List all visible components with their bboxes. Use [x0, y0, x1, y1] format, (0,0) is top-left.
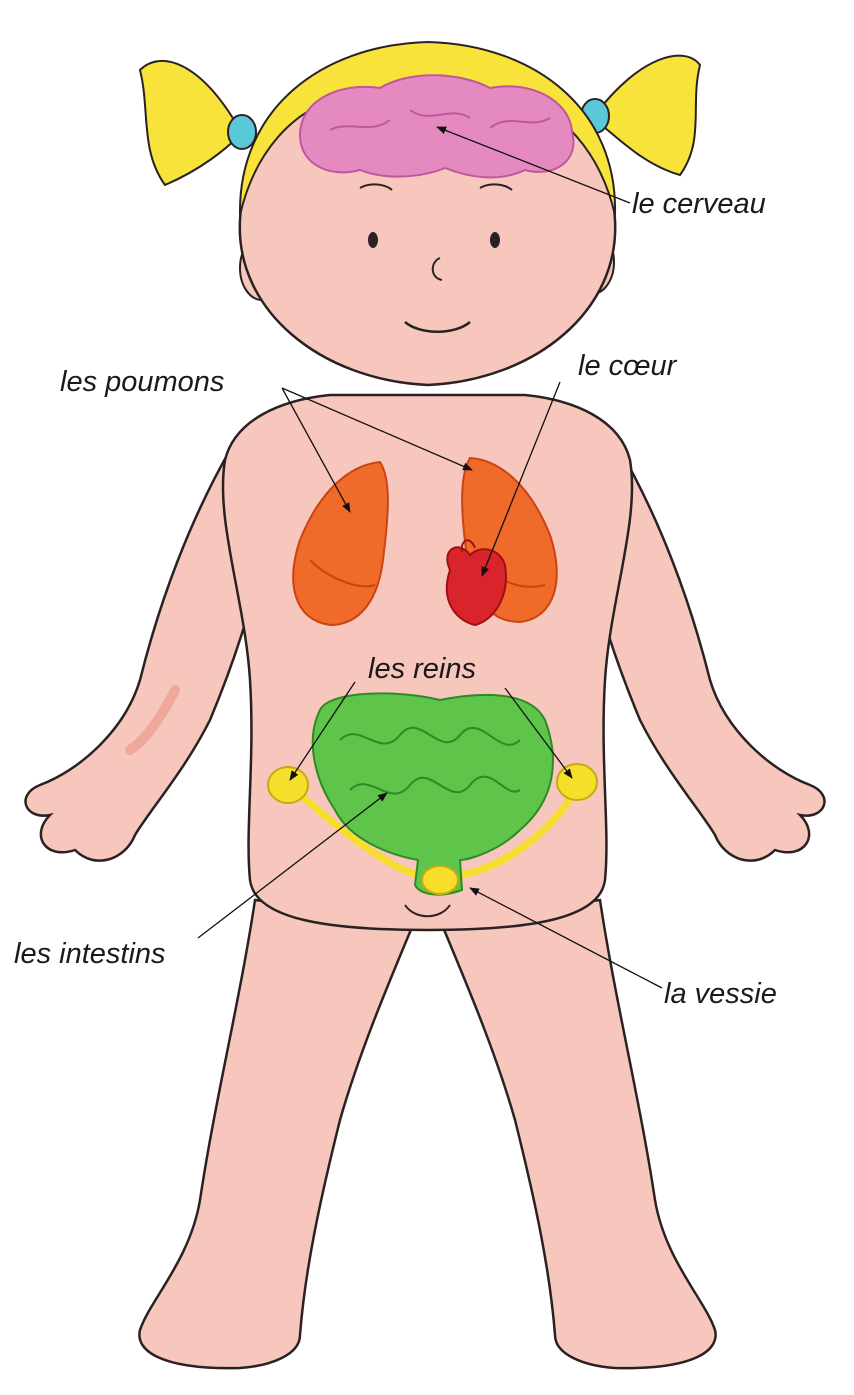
- eye-left: [368, 232, 378, 248]
- label-coeur: le cœur: [578, 352, 676, 381]
- label-intestins: les intestins: [14, 940, 166, 969]
- label-vessie: la vessie: [664, 980, 777, 1009]
- label-cerveau: le cerveau: [632, 190, 766, 219]
- eye-right: [490, 232, 500, 248]
- leg-right: [440, 900, 716, 1368]
- label-reins: les reins: [368, 655, 476, 684]
- pigtail-left: [140, 61, 256, 185]
- bladder: [422, 866, 458, 894]
- kidney-left: [268, 767, 308, 803]
- leg-left: [139, 900, 415, 1368]
- kidney-right: [557, 764, 597, 800]
- label-poumons: les poumons: [60, 368, 224, 397]
